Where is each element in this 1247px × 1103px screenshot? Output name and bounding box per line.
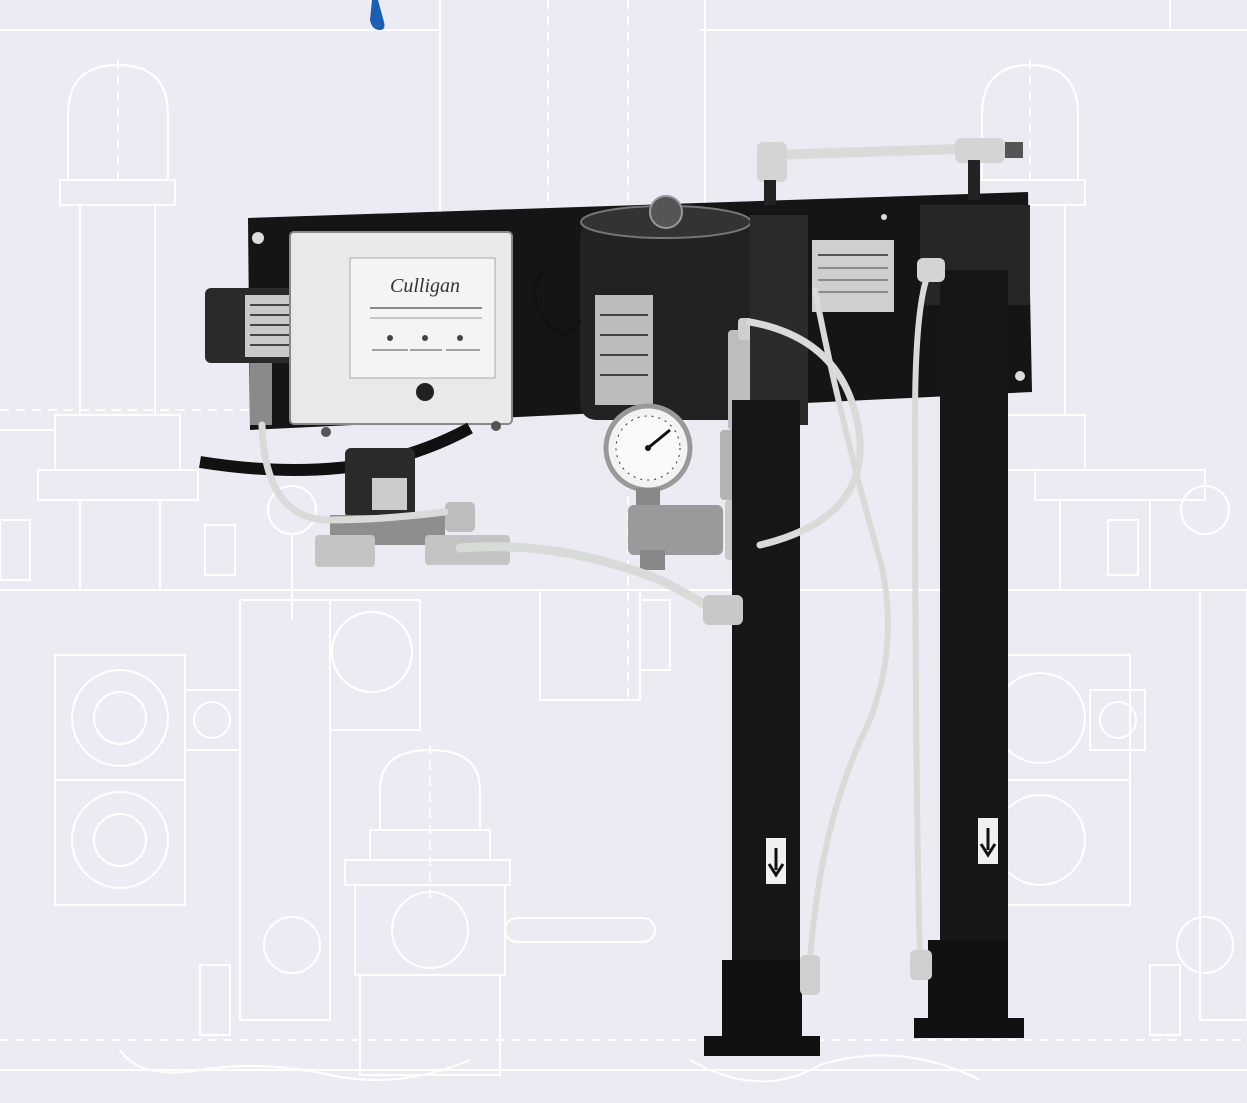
panel-label (812, 240, 894, 312)
mounting-hole (881, 214, 887, 220)
controller-brand-label: Culligan (390, 275, 460, 297)
column-foot-right (914, 1018, 1024, 1038)
tee-fitting-top (955, 138, 1005, 163)
column-base-left (722, 960, 802, 1038)
brand-logo-fragment (370, 0, 385, 30)
housing-label (595, 295, 653, 405)
controller-knob (416, 383, 434, 401)
gauge-needle (647, 428, 671, 450)
column-base-right (928, 940, 1008, 1020)
tubing (258, 143, 995, 968)
manifold-block (628, 505, 723, 555)
column-bracket (750, 215, 808, 425)
filtration-unit: Culligan (199, 138, 1032, 1056)
pressure-switch-fitting (250, 363, 272, 425)
column-foot-left (704, 1036, 820, 1056)
inlet-fitting (315, 535, 375, 567)
mounting-hole (252, 232, 264, 244)
elbow-fitting (757, 142, 787, 182)
mounting-hole (1015, 371, 1025, 381)
power-cable (199, 422, 473, 476)
